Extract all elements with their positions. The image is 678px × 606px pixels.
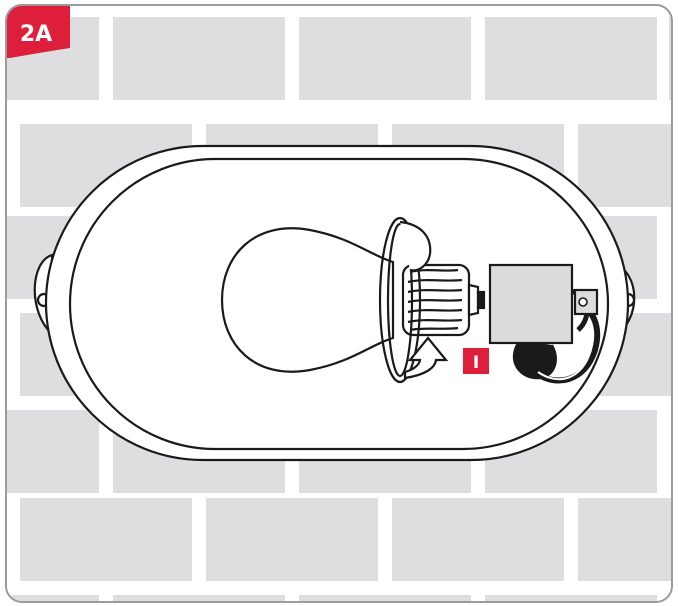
brick xyxy=(299,595,471,602)
step-label: 2A xyxy=(20,22,52,47)
marker-label: I xyxy=(473,353,479,373)
brick xyxy=(578,124,672,207)
rotate-arrow-icon xyxy=(378,216,449,384)
panel-border xyxy=(5,4,673,603)
brick xyxy=(485,595,657,602)
brick xyxy=(20,498,192,581)
marker-badge: I xyxy=(463,348,489,374)
brick xyxy=(578,498,672,581)
bulb-glass xyxy=(220,227,395,373)
brick xyxy=(485,17,657,100)
connector-box xyxy=(488,263,574,345)
brick xyxy=(206,498,378,581)
step-badge: 2A xyxy=(6,5,70,58)
brick xyxy=(113,595,285,602)
brick xyxy=(669,17,672,100)
brick xyxy=(113,17,285,100)
brick xyxy=(6,595,99,602)
brick xyxy=(392,498,564,581)
light-bulb xyxy=(220,227,486,373)
terminal-block xyxy=(488,263,601,384)
brick xyxy=(299,17,471,100)
brick xyxy=(6,410,99,493)
